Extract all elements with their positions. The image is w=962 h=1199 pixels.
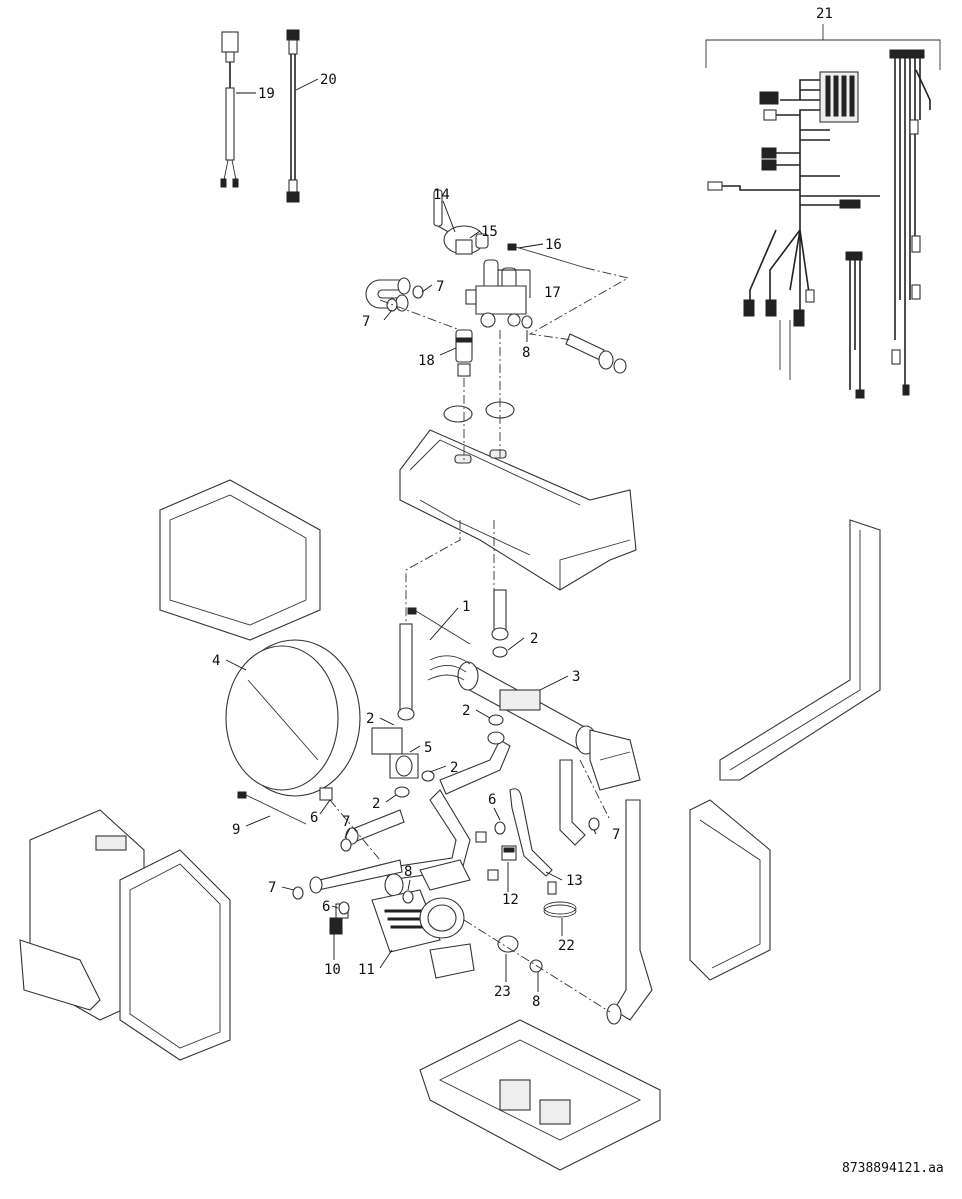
part-12-valve xyxy=(501,845,517,861)
callout-15: 15 xyxy=(481,224,498,240)
callout-2e: 2 xyxy=(372,796,380,812)
callout-20: 20 xyxy=(320,72,337,88)
part-16-sensor xyxy=(507,243,587,269)
seal-2-top xyxy=(492,646,508,658)
side-frame-right xyxy=(719,519,881,781)
seal-2-right xyxy=(421,770,435,782)
centerline-9 xyxy=(463,919,611,1013)
centerline-5 xyxy=(405,520,461,624)
centerline-8 xyxy=(579,759,611,821)
pipe-vertical-left xyxy=(399,623,413,715)
callout-7a: 7 xyxy=(436,279,444,295)
callout-6a: 6 xyxy=(310,810,318,826)
part-19-cable xyxy=(220,31,239,188)
side-panel-right xyxy=(689,799,771,981)
callout-1: 1 xyxy=(462,599,470,615)
part-23-seal xyxy=(497,935,519,953)
callout-7c: 7 xyxy=(342,814,350,830)
part-1-sensor xyxy=(407,607,471,645)
fitting-small xyxy=(475,831,487,843)
callout-7e: 7 xyxy=(268,880,276,896)
callout-14: 14 xyxy=(433,187,450,203)
part-13-hose xyxy=(509,788,553,877)
callout-8b: 8 xyxy=(404,864,412,880)
callout-8a: 8 xyxy=(522,345,530,361)
callout-16: 16 xyxy=(545,237,562,253)
exchanger-bracket xyxy=(589,729,641,791)
seal-8-top xyxy=(521,315,533,329)
pipe-right-end xyxy=(491,627,509,641)
seal-2-low xyxy=(394,786,410,798)
seal-8-pump xyxy=(402,890,414,904)
callout-7d: 7 xyxy=(612,827,620,843)
part-4-expansion-vessel xyxy=(225,639,361,801)
fitting-small-2 xyxy=(487,869,499,881)
part-14-valve-handle xyxy=(433,189,453,235)
callout-22: 22 xyxy=(558,938,575,954)
bottom-tray xyxy=(419,1019,661,1171)
pipe-left-end xyxy=(397,707,415,721)
callout-3: 3 xyxy=(572,669,580,685)
part-15-valve-body xyxy=(443,225,489,255)
callout-2b: 2 xyxy=(462,703,470,719)
centerline-4 xyxy=(528,267,630,341)
callout-17: 17 xyxy=(544,285,561,301)
seal-7-lower xyxy=(292,886,304,900)
callout-23: 23 xyxy=(494,984,511,1000)
pipe-vertical-right xyxy=(493,589,507,635)
callout-11: 11 xyxy=(358,962,375,978)
centerline-1 xyxy=(379,299,461,331)
callout-4: 4 xyxy=(212,653,220,669)
seal-7-top xyxy=(412,285,424,299)
callout-2a: 2 xyxy=(530,631,538,647)
seal-8-lower xyxy=(529,959,543,973)
seal-7-mid xyxy=(386,298,398,312)
pipe-run-right xyxy=(559,759,653,1025)
part-22-cable xyxy=(543,881,577,918)
side-panel-left xyxy=(159,479,321,641)
casing-left xyxy=(19,809,145,1021)
part-3-heat-exchanger xyxy=(427,655,597,755)
part-20-cable xyxy=(286,29,300,203)
part-9-sensor xyxy=(237,791,307,825)
casing-front xyxy=(119,849,231,1061)
callout-7b: 7 xyxy=(362,314,370,330)
washer-left xyxy=(443,405,473,423)
centerline-7 xyxy=(329,799,381,861)
leader-lines xyxy=(225,78,597,992)
callout-19: 19 xyxy=(258,86,275,102)
callout-21: 21 xyxy=(816,6,833,22)
document-number: 8738894121.aa xyxy=(842,1161,944,1176)
seal-6-low xyxy=(338,901,350,915)
part-11-pump xyxy=(371,859,475,979)
callout-2d: 2 xyxy=(450,760,458,776)
seal-7-right xyxy=(588,817,600,831)
seal-2-mid xyxy=(488,714,504,726)
callout-12: 12 xyxy=(502,892,519,908)
part-21-wiring-harness xyxy=(705,24,941,399)
callout-2c: 2 xyxy=(366,711,374,727)
callout-13: 13 xyxy=(566,873,583,889)
callout-18: 18 xyxy=(418,353,435,369)
callout-8c: 8 xyxy=(532,994,540,1010)
callout-9: 9 xyxy=(232,822,240,838)
top-frame-housing xyxy=(399,429,637,591)
part-5-air-vent xyxy=(371,727,419,779)
callout-6b: 6 xyxy=(488,792,496,808)
callout-10: 10 xyxy=(324,962,341,978)
pipe-assembly-middle xyxy=(309,731,511,897)
callout-labels: 19 20 21 14 15 16 17 7 7 18 8 1 2 3 4 2 … xyxy=(212,6,833,1010)
callout-6c: 6 xyxy=(322,899,330,915)
callout-5: 5 xyxy=(424,740,432,756)
seal-6-mid xyxy=(494,821,506,835)
seal-7-pipe xyxy=(340,838,352,852)
elbow-pipe-right xyxy=(565,333,627,374)
part-18-fitting xyxy=(455,329,473,377)
part-17-valve-block xyxy=(465,259,527,328)
